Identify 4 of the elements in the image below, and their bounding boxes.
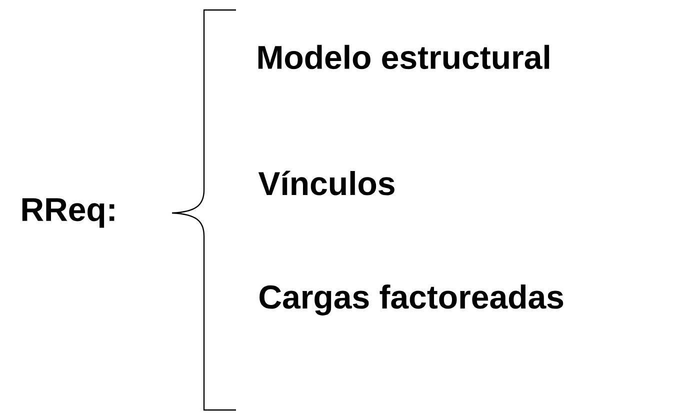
- heading-label: RReq:: [22, 198, 114, 228]
- item-label: Modelo estructural: [258, 44, 550, 70]
- item-label: Cargas factoreadas: [260, 284, 564, 316]
- item-label: Vínculos: [258, 170, 394, 196]
